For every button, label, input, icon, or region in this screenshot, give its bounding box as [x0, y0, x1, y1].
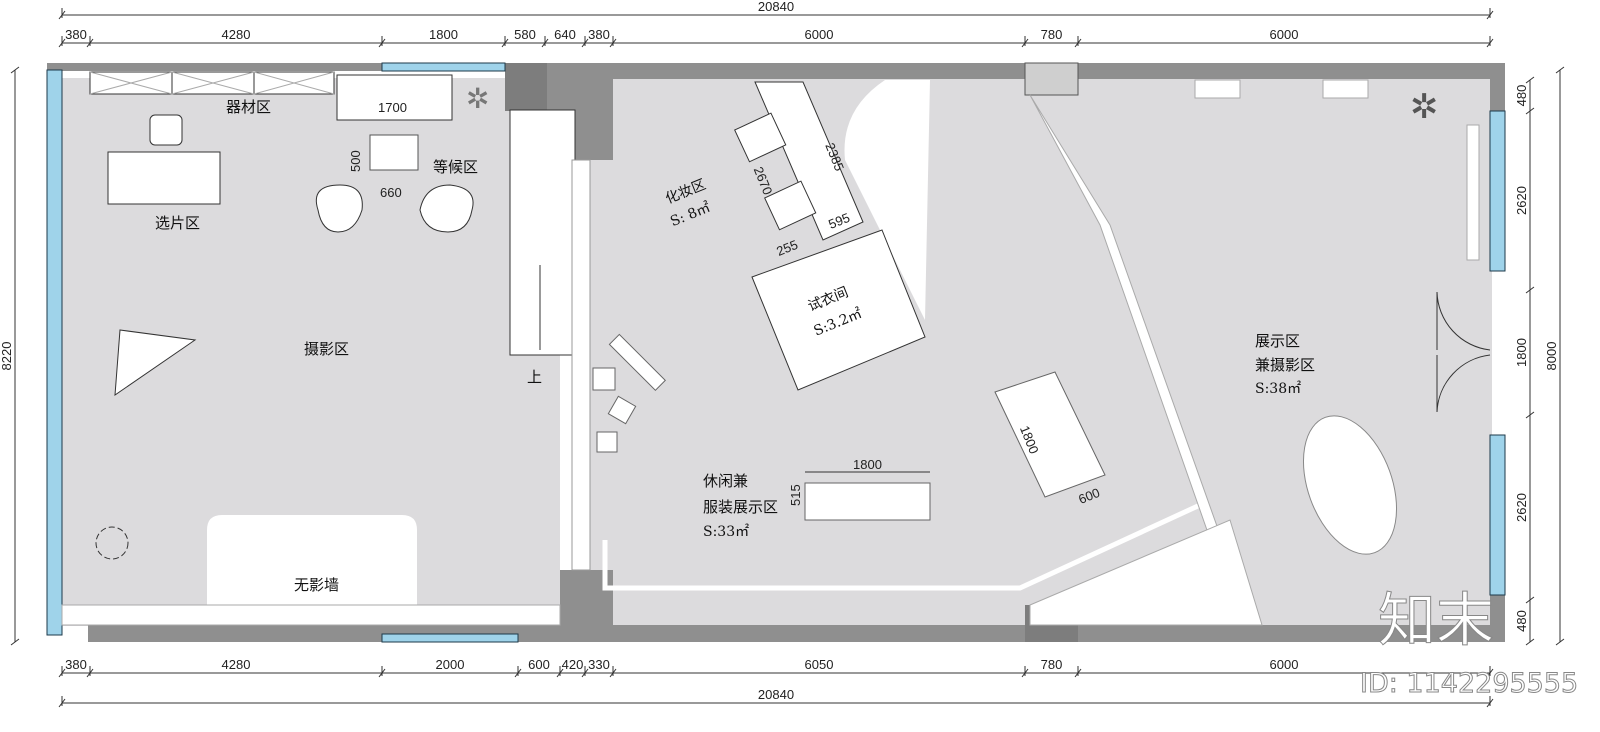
wall-display — [1466, 124, 1480, 261]
makeup-chair-2 — [764, 180, 817, 231]
dim-bottom: 420 — [562, 657, 584, 672]
display-table — [804, 482, 931, 521]
dim-bottom: 780 — [1041, 657, 1063, 672]
dim-left-overall: 8220 — [0, 342, 14, 371]
dim-bottom: 6050 — [805, 657, 834, 672]
bench — [608, 333, 666, 391]
dim-top: 4280 — [222, 27, 251, 42]
infinity-wall-shape — [207, 515, 417, 605]
dim-right: 1800 — [1514, 338, 1529, 367]
dim-bottom: 380 — [65, 657, 87, 672]
dim-bottom: 600 — [528, 657, 550, 672]
dim-line — [1555, 66, 1565, 74]
dim-right: 480 — [1514, 85, 1529, 107]
coffee-table — [369, 134, 419, 171]
dim-line — [1525, 286, 1535, 294]
dim-bottom: 6000 — [1270, 657, 1299, 672]
label-lounge-area: S:33㎡ — [703, 524, 749, 540]
dim-sofa: 1700 — [378, 100, 407, 115]
label-display-area: S:38㎡ — [1255, 381, 1301, 397]
dim-line — [1525, 638, 1535, 646]
umbrella-light — [114, 329, 197, 397]
dim-top: 380 — [588, 27, 610, 42]
floor-strip — [61, 604, 561, 626]
equipment-cabinets — [89, 71, 335, 95]
dim-top-overall: 20840 — [758, 0, 794, 14]
dim-display-table: 1800 — [853, 457, 882, 472]
label-waiting: 等候区 — [433, 158, 478, 176]
clothing-rail — [602, 502, 1202, 591]
label-display-1: 展示区 — [1255, 332, 1300, 350]
dim-line — [1525, 596, 1535, 604]
plant-icon: ✲ — [1410, 87, 1439, 127]
stool-1 — [592, 367, 616, 391]
entrance-door — [1436, 291, 1491, 413]
dim-line — [1525, 76, 1535, 84]
dim-top: 6000 — [805, 27, 834, 42]
dim-right: 2620 — [1514, 493, 1529, 522]
office-chair — [149, 114, 183, 146]
armchair-left — [315, 184, 363, 233]
dim-line — [1525, 411, 1535, 419]
shelf-unit — [994, 371, 1106, 498]
dim-table-depth: 500 — [348, 150, 363, 172]
stool-2 — [607, 395, 637, 425]
dim-line — [10, 66, 20, 74]
dim-bottom: 2000 — [436, 657, 465, 672]
label-equipment: 器材区 — [226, 98, 271, 116]
dim-line — [1525, 107, 1535, 115]
windows — [46, 62, 1506, 643]
dim-top: 6000 — [1270, 27, 1299, 42]
sofa — [336, 74, 453, 121]
dim-bottom: 4280 — [222, 657, 251, 672]
label-lounge-1: 休闲兼 — [703, 472, 748, 490]
dim-top: 640 — [554, 27, 576, 42]
dim-line — [1555, 638, 1565, 646]
dim-right: 2620 — [1514, 186, 1529, 215]
dim-line — [10, 638, 20, 646]
label-photo: 摄影区 — [304, 340, 349, 358]
watermark-logo: 知末 — [1378, 586, 1494, 654]
pebble-garden — [1029, 519, 1263, 626]
dimension-lines: 20840 380 4280 1800 580 640 380 6000 780 6000 380 4… — [0, 0, 1565, 708]
label-stairs-up: 上 — [527, 368, 542, 386]
dim-top: 1800 — [429, 27, 458, 42]
dim-right: 480 — [1514, 610, 1529, 632]
dim-top: 780 — [1041, 27, 1063, 42]
partition-wall — [571, 159, 591, 571]
makeup-chair-1 — [734, 112, 787, 163]
armchair-right — [419, 184, 474, 233]
display-panel-1 — [1194, 79, 1241, 99]
plant-icon: ✲ — [466, 82, 489, 115]
display-panel-2 — [1322, 79, 1369, 99]
dim-right-overall: 8000 — [1544, 342, 1559, 371]
dim-display-depth: 515 — [788, 484, 803, 506]
round-stool — [95, 526, 129, 560]
dim-top: 380 — [65, 27, 87, 42]
staircase[interactable] — [509, 109, 576, 356]
label-display-2: 兼摄影区 — [1255, 356, 1315, 374]
curved-wall — [844, 80, 930, 320]
fitting-room — [751, 229, 926, 391]
stool-3 — [596, 431, 618, 453]
display-island — [1302, 415, 1398, 555]
dim-top: 580 — [514, 27, 536, 42]
dim-bottom-overall: 20840 — [758, 687, 794, 702]
label-infinity-wall: 无影墙 — [294, 576, 339, 594]
label-lounge-2: 服装展示区 — [703, 498, 778, 516]
watermark-id: ID: 1142295555 — [1360, 668, 1578, 699]
selection-desk — [107, 151, 221, 205]
dim-bottom: 330 — [588, 657, 610, 672]
dim-chair-gap: 660 — [380, 185, 402, 200]
label-selection: 选片区 — [155, 214, 200, 232]
